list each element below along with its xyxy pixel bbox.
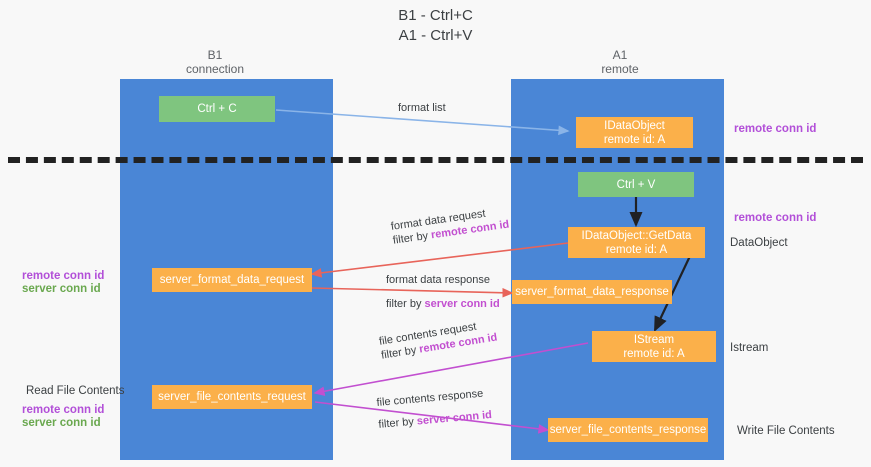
box-server-format-data-response[interactable]: server_format_data_response — [512, 280, 672, 304]
box-ctrl-c-label: Ctrl + C — [197, 103, 237, 115]
column-header-b1: B1 connection — [150, 48, 280, 76]
column-header-a1-name: A1 — [612, 48, 628, 62]
label-remote-conn-id-mid: remote conn id — [734, 212, 817, 224]
box-getdata-title: IDataObject::GetData — [581, 229, 692, 242]
filter-prefix: filter by — [386, 298, 425, 310]
box-istream-subtitle: remote id: A — [623, 347, 685, 360]
box-getdata-subtitle: remote id: A — [605, 243, 668, 256]
label-left-remote-conn-id: remote conn id — [22, 270, 105, 282]
box-server-file-contents-request-label: server_file_contents_request — [158, 391, 306, 403]
column-header-b1-role: connection — [185, 62, 245, 76]
label-left-remote-conn-id-2: remote conn id — [22, 404, 105, 416]
filter-prefix: filter by — [378, 415, 418, 431]
box-server-file-contents-response-label: server_file_contents_response — [549, 424, 707, 436]
edge-label-file-contents-response-filter: filter by server conn id — [378, 408, 493, 432]
edge-label-format-list: format list — [398, 102, 446, 114]
edge-label-format-data-response: format data response filter by server co… — [386, 273, 500, 311]
edge-label-file-contents-response-main: file contents response — [376, 387, 484, 409]
filter-prefix: filter by — [392, 229, 432, 247]
filter-key: server conn id — [424, 298, 500, 310]
filter-key: server conn id — [416, 409, 493, 428]
label-left-server-conn-id-2: server conn id — [22, 417, 101, 429]
edge-label-format-data-response-main: format data response — [386, 274, 490, 286]
box-server-file-contents-request[interactable]: server_file_contents_request — [152, 385, 312, 409]
box-ctrl-v-label: Ctrl + V — [616, 178, 656, 191]
box-server-format-data-response-label: server_format_data_response — [515, 286, 669, 298]
box-idataobject-subtitle: remote id: A — [603, 133, 666, 146]
label-read-file-contents: Read File Contents — [26, 385, 125, 397]
box-server-format-data-request-label: server_format_data_request — [159, 274, 305, 286]
label-left-server-conn-id: server conn id — [22, 283, 101, 295]
label-istream: Istream — [730, 342, 769, 354]
label-remote-conn-id-top: remote conn id — [734, 123, 817, 135]
column-header-b1-name: B1 — [207, 48, 223, 62]
box-idataobject-title: IDataObject — [604, 119, 665, 132]
edge-label-file-contents-response: file contents response filter by server … — [376, 386, 492, 432]
section-divider — [8, 157, 863, 163]
title-line-2: A1 - Ctrl+V — [398, 27, 473, 44]
label-write-file-contents: Write File Contents — [737, 425, 835, 437]
edge-label-file-contents-request: file contents request filter by remote c… — [378, 317, 498, 363]
box-ctrl-c[interactable]: Ctrl + C — [159, 96, 275, 122]
box-ctrl-v[interactable]: Ctrl + V — [578, 172, 694, 197]
box-idataobject-getdata[interactable]: IDataObject::GetData remote id: A — [568, 227, 705, 258]
box-server-file-contents-response[interactable]: server_file_contents_response — [548, 418, 708, 442]
box-server-format-data-request[interactable]: server_format_data_request — [152, 268, 312, 292]
label-dataobject: DataObject — [730, 237, 788, 249]
box-idataobject[interactable]: IDataObject remote id: A — [576, 117, 693, 148]
edge-label-format-data-response-filter: filter by server conn id — [386, 297, 500, 311]
edge-label-format-data-request: format data request filter by remote con… — [390, 204, 510, 248]
column-header-a1: A1 remote — [555, 48, 685, 76]
box-istream[interactable]: IStream remote id: A — [592, 331, 716, 362]
title-line-1: B1 - Ctrl+C — [398, 7, 473, 24]
column-header-a1-role: remote — [601, 62, 639, 76]
box-istream-title: IStream — [633, 333, 675, 346]
diagram-title: B1 - Ctrl+C A1 - Ctrl+V — [0, 6, 871, 46]
